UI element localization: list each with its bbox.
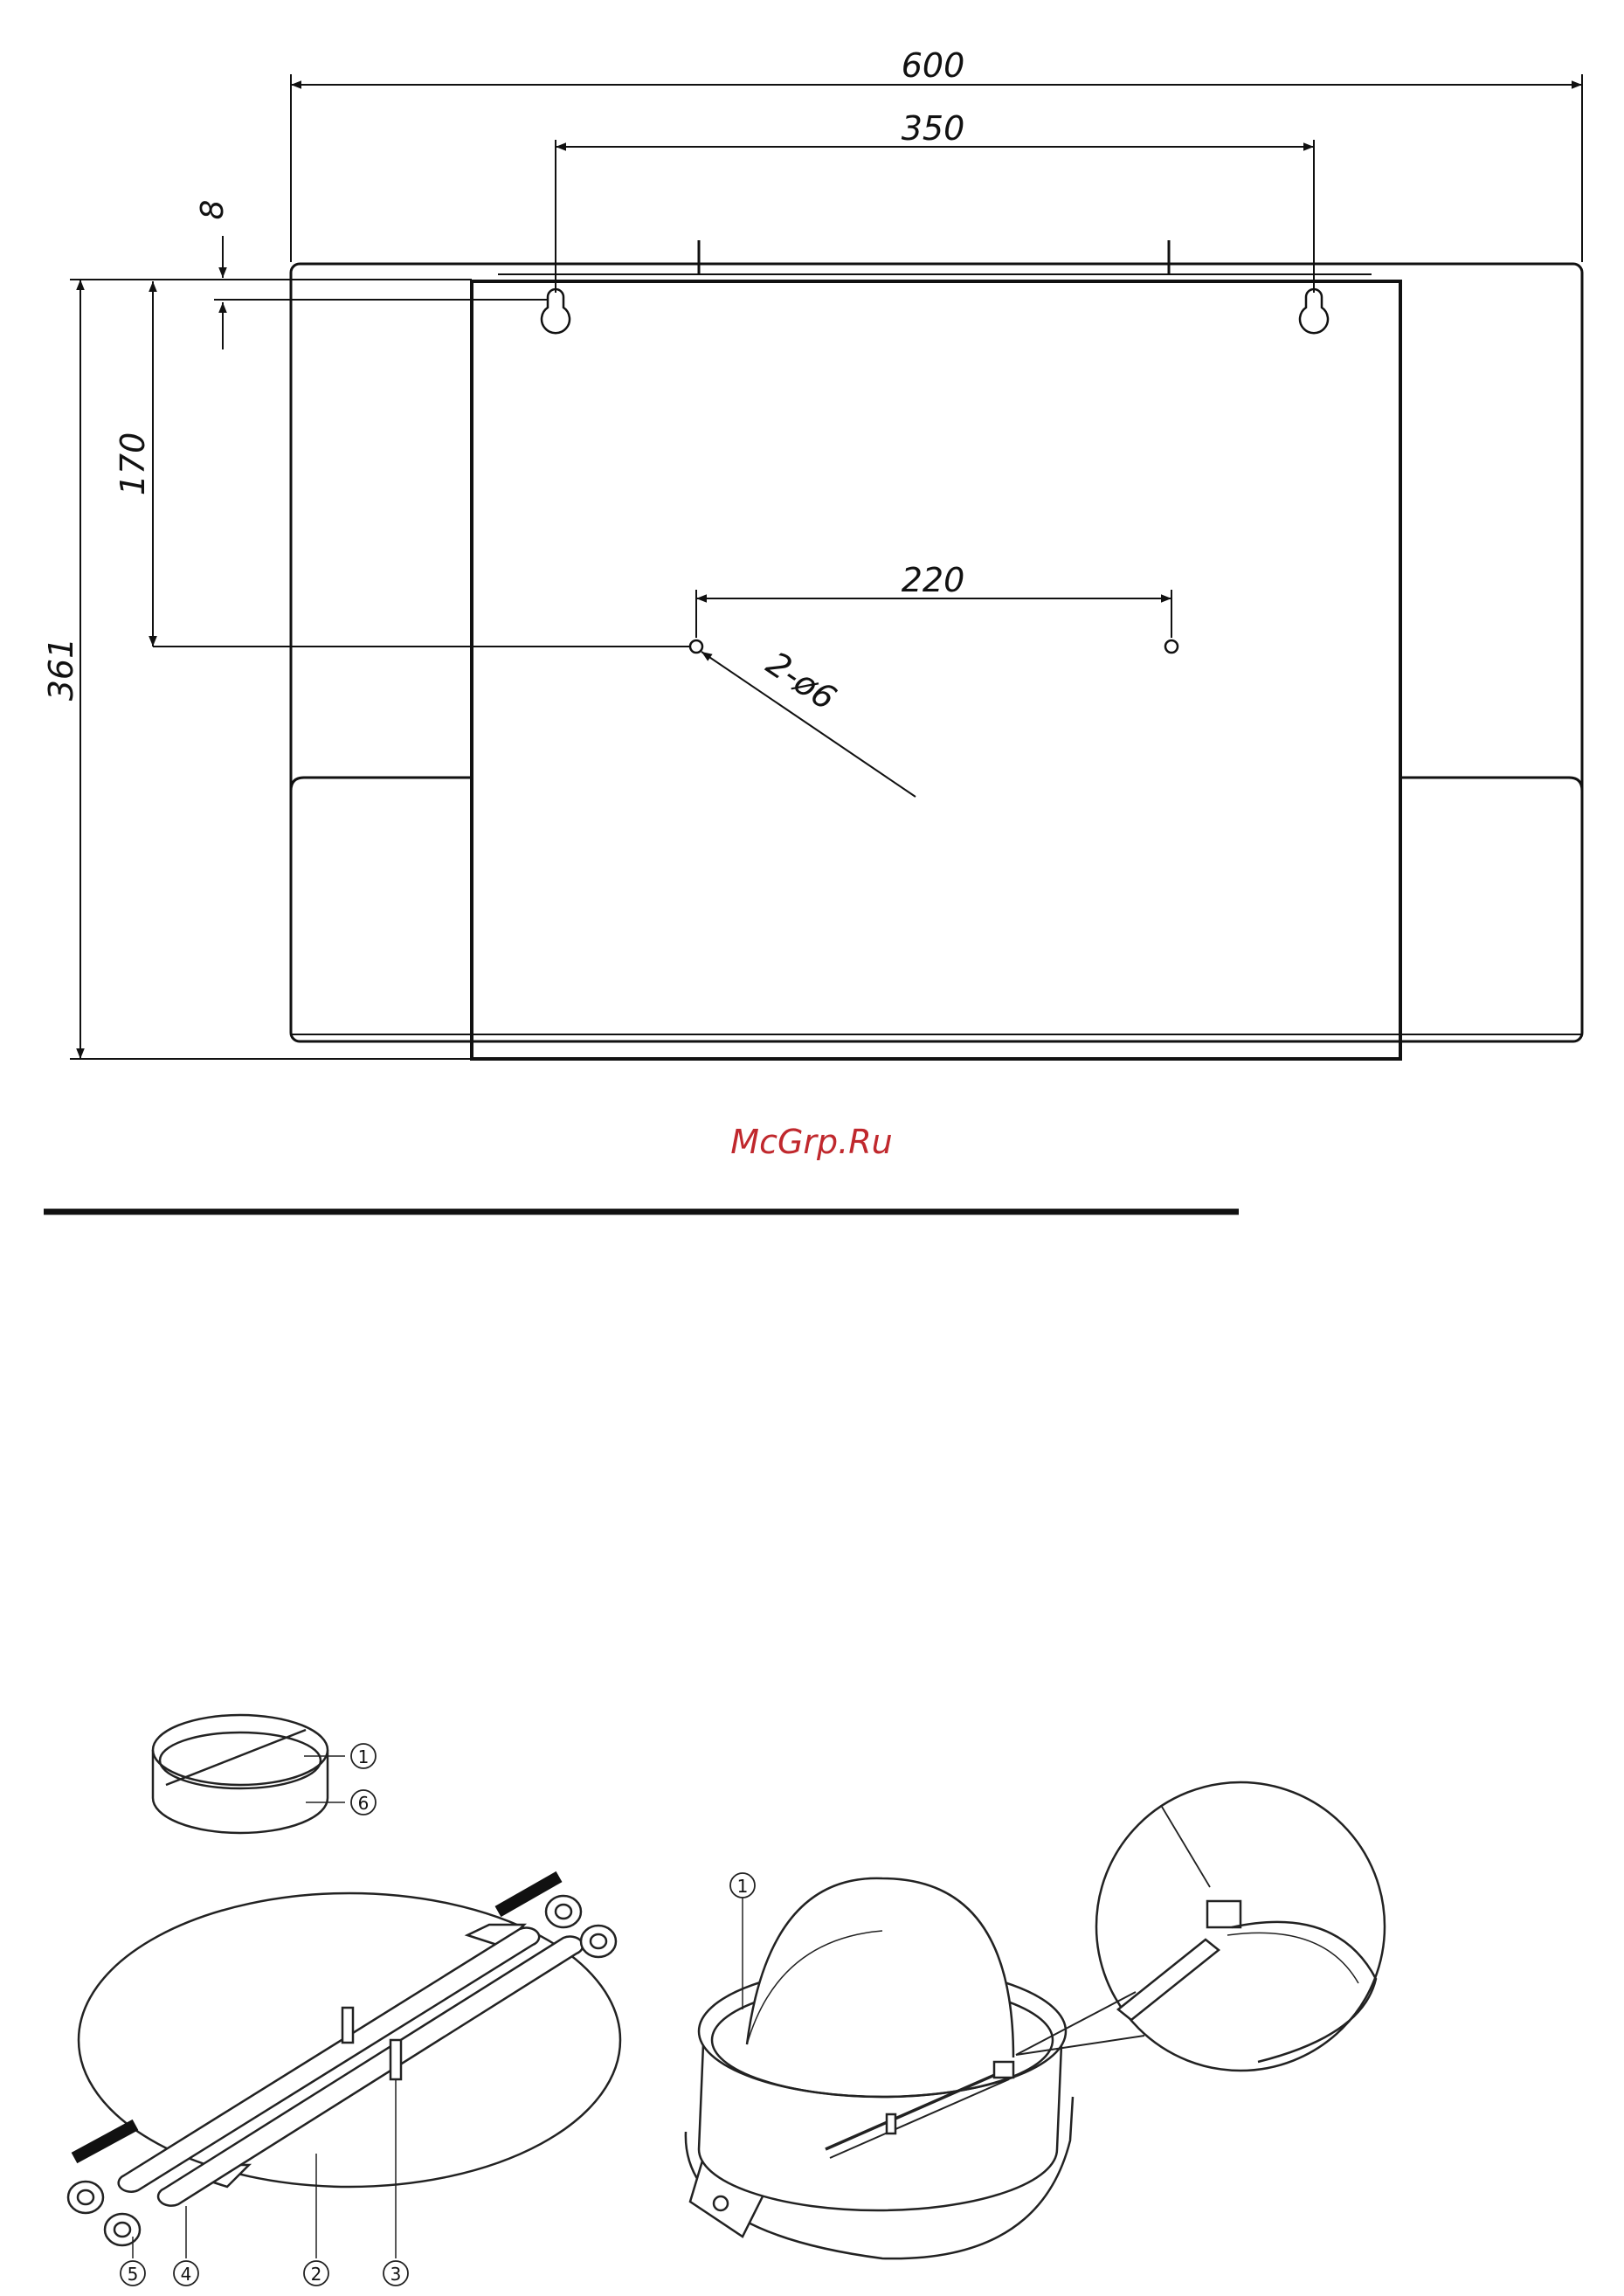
damper-callout-1: 1 [737, 1876, 749, 1897]
pin-left [342, 2008, 353, 2043]
callout-3: 3 [390, 2264, 402, 2285]
technical-drawing [70, 74, 1582, 1059]
dim-350-label: 350 [902, 109, 965, 148]
callout-2: 2 [311, 2264, 322, 2285]
dim-8-label: 8 [195, 200, 231, 220]
callout-1: 1 [358, 1746, 370, 1767]
left-side-panel [291, 778, 472, 791]
right-side-panel [1400, 778, 1582, 791]
keyhole-left [542, 289, 570, 333]
filter-puck-top [153, 1715, 328, 1785]
dim-361-label: 361 [42, 638, 80, 702]
dim-600-label: 600 [902, 46, 965, 85]
hood-outline [291, 264, 1582, 1041]
callout-4: 4 [181, 2264, 192, 2285]
wall-plate [472, 281, 1400, 1059]
pin-right [390, 2040, 401, 2079]
dim-hole-note: 2-ø6 [760, 644, 843, 717]
watermark-text: McGrp.Ru [730, 1123, 892, 1161]
mount-hole-left [690, 640, 702, 653]
dim-170-label: 170 [114, 432, 152, 496]
rod-upper [119, 1928, 539, 2192]
dim-220-label: 220 [902, 561, 965, 599]
parts-figure [68, 1715, 620, 2286]
mount-hole-right [1165, 640, 1178, 653]
bushings [68, 1896, 616, 2245]
arrow-left [74, 2125, 135, 2158]
callout-5: 5 [128, 2264, 139, 2285]
damper-flap [747, 1878, 1013, 2057]
damper-figure [686, 1782, 1385, 2258]
keyhole-right [1300, 289, 1328, 333]
rod-lower [158, 1937, 583, 2206]
callout-6: 6 [358, 1793, 370, 1814]
